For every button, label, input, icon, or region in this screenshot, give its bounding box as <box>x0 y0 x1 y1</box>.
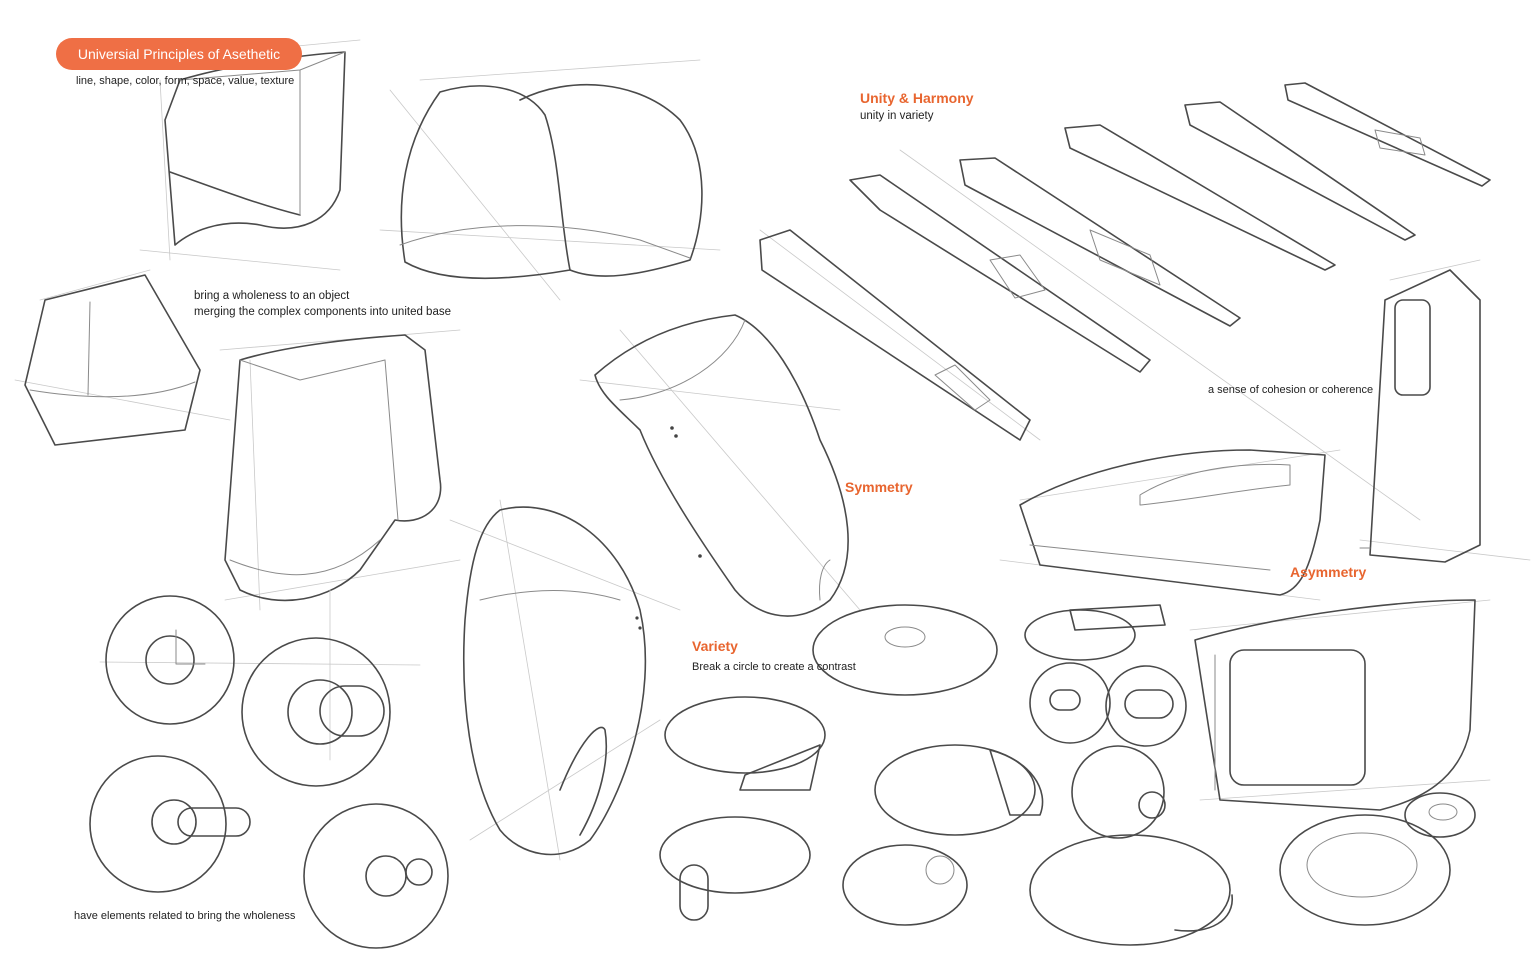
flat-tray-device <box>999 449 1341 601</box>
box-device-bottom-right <box>1189 599 1491 811</box>
pen-sketches <box>759 82 1491 521</box>
principles-subtitle: line, shape, color, form, space, value, … <box>76 75 295 87</box>
disc-forms-variety <box>659 604 1476 946</box>
elements-note: have elements related to bring the whole… <box>74 910 296 922</box>
angular-form-left <box>14 269 231 446</box>
wholeness-note-line2: merging the complex components into unit… <box>194 306 451 318</box>
unity-description: unity in variety <box>860 110 934 122</box>
symmetry-heading: Symmetry <box>845 479 913 495</box>
variety-heading: Variety <box>692 638 738 654</box>
handheld-symmetry-form <box>579 314 861 617</box>
circle-studies-left <box>89 589 449 949</box>
wholeness-note-line1: bring a wholeness to an object <box>194 290 350 302</box>
page-title-badge: Universial Principles of Asethetic <box>56 38 302 70</box>
asymmetry-heading: Asymmetry <box>1290 564 1367 580</box>
tall-device-right <box>1359 259 1531 563</box>
cohesion-note: a sense of cohesion or coherence <box>1208 384 1374 396</box>
tall-object-mid-left <box>219 329 461 611</box>
rounded-forms-top <box>379 59 721 301</box>
shell-form-center <box>449 499 681 861</box>
variety-description: Break a circle to create a contrast <box>692 661 856 673</box>
unity-heading: Unity & Harmony <box>860 90 974 106</box>
